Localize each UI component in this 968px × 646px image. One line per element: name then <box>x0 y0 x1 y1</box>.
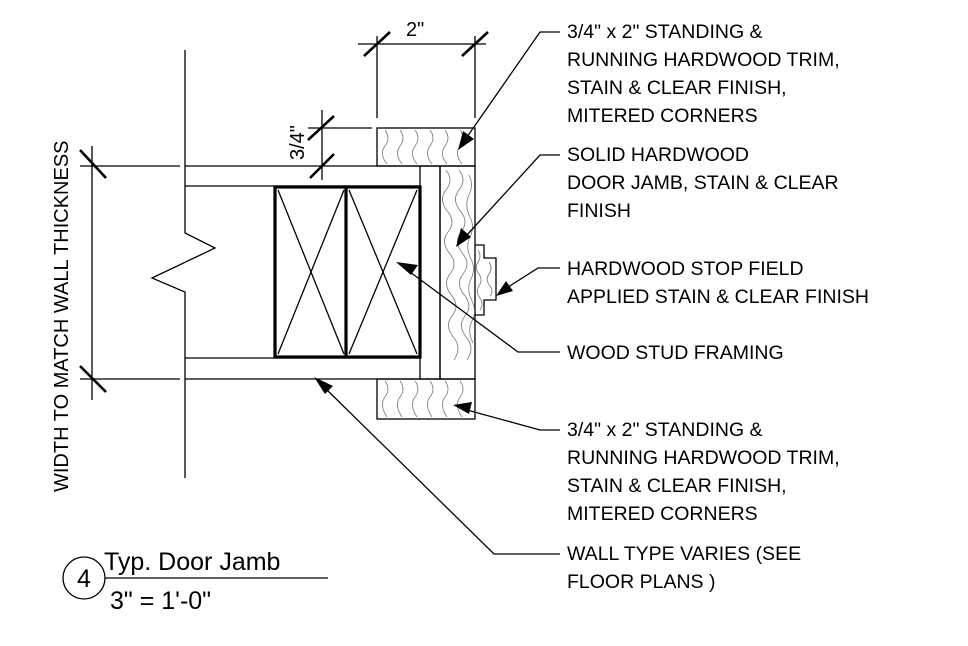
leader-trim-bottom <box>453 402 560 431</box>
note-wall: WALL TYPE VARIES (SEE FLOOR PLANS ) <box>567 543 801 593</box>
dimension-wall-thickness: WIDTH TO MATCH WALL THICKNESS <box>51 140 180 492</box>
leader-wall <box>314 377 560 555</box>
dimension-label-wall-thickness: WIDTH TO MATCH WALL THICKNESS <box>51 140 73 492</box>
dimension-trim-thickness: 3/4" <box>287 110 372 180</box>
detail-number: 4 <box>77 565 91 593</box>
door-jamb <box>419 165 441 380</box>
trim-top <box>376 127 476 167</box>
note-stop: HARDWOOD STOP FIELD APPLIED STAIN & CLEA… <box>567 258 869 308</box>
svg-text:FINISH: FINISH <box>567 200 631 222</box>
wood-stud-framing <box>273 185 422 359</box>
svg-text:3/4" x 2" STANDING &: 3/4" x 2" STANDING & <box>567 21 763 43</box>
svg-text:HARDWOOD STOP FIELD: HARDWOOD STOP FIELD <box>567 258 804 280</box>
dimension-label-trim-thickness: 3/4" <box>287 125 309 160</box>
detail-scale: 3" = 1'-0" <box>110 587 211 615</box>
leader-trim-top <box>458 31 560 150</box>
title-block: 4 Typ. Door Jamb 3" = 1'-0" <box>62 548 328 615</box>
svg-text:RUNNING HARDWOOD TRIM,: RUNNING HARDWOOD TRIM, <box>567 49 840 71</box>
note-jamb: SOLID HARDWOOD DOOR JAMB, STAIN & CLEAR … <box>567 144 839 222</box>
svg-text:FLOOR PLANS ): FLOOR PLANS ) <box>567 571 715 593</box>
leader-stud <box>396 262 560 353</box>
svg-text:3/4" x 2" STANDING &: 3/4" x 2" STANDING & <box>567 419 763 441</box>
svg-text:DOOR JAMB, STAIN & CLEAR: DOOR JAMB, STAIN & CLEAR <box>567 172 839 194</box>
note-stud: WOOD STUD FRAMING <box>567 342 784 364</box>
svg-text:MITERED CORNERS: MITERED CORNERS <box>567 105 758 127</box>
leader-jamb <box>456 154 560 247</box>
note-trim-top: 3/4" x 2" STANDING & RUNNING HARDWOOD TR… <box>567 21 840 127</box>
dimension-label-trim-width: 2" <box>406 19 424 41</box>
note-trim-bottom: 3/4" x 2" STANDING & RUNNING HARDWOOD TR… <box>567 419 840 525</box>
dimension-trim-width: 2" <box>358 19 489 118</box>
wall-break-line <box>150 50 217 478</box>
svg-text:RUNNING HARDWOOD TRIM,: RUNNING HARDWOOD TRIM, <box>567 447 840 469</box>
trim-side <box>439 165 476 380</box>
wall-faces <box>185 165 420 380</box>
svg-text:MITERED CORNERS: MITERED CORNERS <box>567 503 758 525</box>
leader-stop <box>496 267 560 296</box>
svg-text:STAIN & CLEAR FINISH,: STAIN & CLEAR FINISH, <box>567 77 787 99</box>
svg-text:WOOD STUD FRAMING: WOOD STUD FRAMING <box>567 342 784 364</box>
svg-text:APPLIED STAIN & CLEAR FINISH: APPLIED STAIN & CLEAR FINISH <box>567 286 869 308</box>
svg-text:STAIN & CLEAR FINISH,: STAIN & CLEAR FINISH, <box>567 475 787 497</box>
detail-title: Typ. Door Jamb <box>104 548 280 576</box>
svg-text:WALL TYPE VARIES (SEE: WALL TYPE VARIES (SEE <box>567 543 801 565</box>
trim-bottom <box>376 378 476 420</box>
hardwood-stop <box>475 244 497 316</box>
svg-text:SOLID HARDWOOD: SOLID HARDWOOD <box>567 144 749 166</box>
